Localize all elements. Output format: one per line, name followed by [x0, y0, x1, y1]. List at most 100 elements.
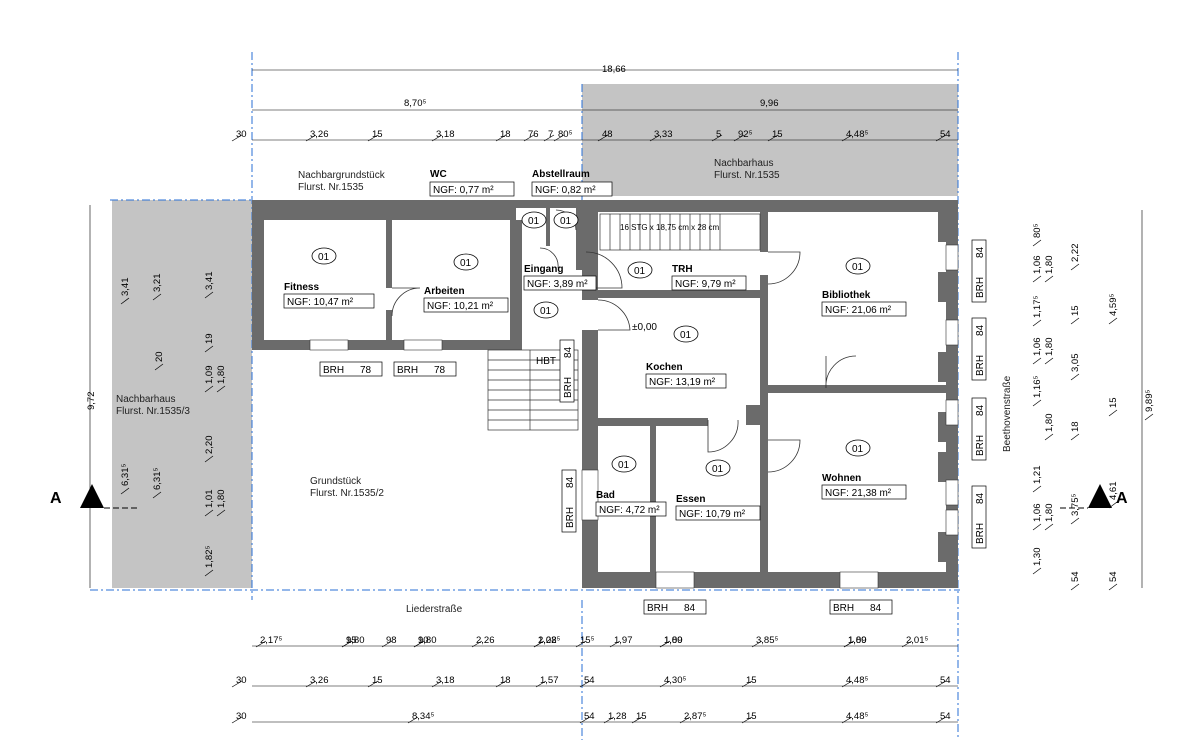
room-name: Wohnen [822, 473, 861, 484]
dim-top-left: 8,70⁵ [404, 98, 426, 109]
neighbor-house-top-label: Nachbarhaus [714, 158, 773, 169]
dim-label: 4,61 [1108, 482, 1119, 501]
dim-tick [649, 134, 661, 142]
dim-tick [1070, 517, 1080, 525]
dim-tick [609, 640, 621, 648]
dim-label: 1,01 [204, 490, 215, 509]
dim-label: 80⁵ [558, 129, 573, 140]
dim-label: 30 [236, 129, 247, 140]
room-area: NGF: 4,72 m² [599, 505, 660, 516]
dim-label: 1,06 [1032, 338, 1043, 357]
neighbor-left-label: Nachbarhaus [116, 394, 175, 405]
dim-top-right: 9,96 [760, 98, 779, 109]
dim-label: 95 [346, 635, 357, 646]
dim-tick [367, 680, 379, 688]
dim-label: 1,28 [608, 711, 627, 722]
dim-label: 1,80 [664, 635, 683, 646]
dim-label: 54 [940, 675, 951, 686]
room-number-badge [453, 253, 479, 271]
dim-tick [204, 509, 214, 517]
room-area: NGF: 0,77 m² [433, 185, 494, 196]
dim-tick [575, 640, 587, 648]
dim-label: 2,17⁵ [260, 635, 282, 646]
dim-tick [231, 134, 243, 142]
neighbor-house-top-nr: Flurst. Nr.1535 [714, 170, 780, 181]
dim-tick [841, 680, 853, 688]
dim-tick [1032, 523, 1042, 531]
neighbor-left-nr: Flurst. Nr.1535/3 [116, 406, 190, 417]
dim-label: 5 [716, 129, 721, 140]
neighbor-top-label: Nachbargrundstück [298, 170, 386, 181]
room-area: NGF: 21,06 m² [825, 305, 892, 316]
brh-label: BRH [323, 365, 344, 376]
room-name: TRH [672, 264, 693, 275]
dim-tick [1032, 357, 1042, 365]
neighbor-top-nr: Flurst. Nr.1535 [298, 182, 364, 193]
dim-label: 1,16⁵ [1032, 376, 1043, 398]
dim-label: 15 [746, 675, 757, 686]
room-number-badge [611, 455, 637, 473]
stair-label: 16 STG x 18,75 cm x 28 cm [620, 223, 719, 232]
dim-label: 3,26 [310, 129, 329, 140]
dim-label: 54 [584, 675, 595, 686]
dim-tick [341, 640, 353, 648]
room-number-badge [521, 211, 547, 229]
room-area: NGF: 21,38 m² [825, 488, 892, 499]
dim-tick [1070, 433, 1080, 441]
dim-label: 1,82⁵ [204, 546, 215, 568]
dim-label: 2,22 [1070, 244, 1081, 263]
dim-label: 15 [772, 129, 783, 140]
room-number: 01 [560, 216, 572, 227]
room-area-box [283, 293, 375, 309]
brh-value: 84 [975, 324, 986, 336]
dim-tick [1032, 319, 1042, 327]
room-number: 01 [460, 258, 472, 269]
section-marker-right-icon [1088, 484, 1112, 508]
dim-label: 1,21 [1032, 466, 1043, 485]
brh-label: BRH [397, 365, 418, 376]
room-name: Kochen [646, 362, 683, 373]
dim-label: 1,09 [204, 366, 215, 385]
room-area-box [429, 181, 515, 197]
dim-tick [431, 134, 443, 142]
neighbor-house-left-area [112, 200, 252, 588]
dim-tick [631, 716, 643, 724]
doors [391, 209, 857, 473]
room-number-badge [845, 257, 871, 275]
room-area: NGF: 10,79 m² [679, 509, 746, 520]
dim-tick [1070, 583, 1080, 591]
dim-tick [204, 569, 214, 577]
dim-tick [579, 716, 591, 724]
dim-label: 2,20 [204, 436, 215, 455]
dim-tick [659, 640, 671, 648]
dim-label: 1,80 [418, 635, 437, 646]
room-name: Arbeiten [424, 286, 465, 297]
dim-label: 15 [746, 711, 757, 722]
dim-tick [1044, 275, 1054, 283]
dim-tick [751, 640, 763, 648]
hbt-label: HBT [536, 356, 556, 367]
dim-label: 1,09 [664, 635, 683, 646]
dim-tick [471, 640, 483, 648]
dim-tick [733, 134, 745, 142]
dim-left-outer: 9,72 [86, 392, 97, 411]
dim-tick [1032, 567, 1042, 575]
dim-tick [843, 640, 855, 648]
dim-label: 1,22 [538, 635, 557, 646]
dim-label: 2,87⁵ [684, 711, 706, 722]
dim-tick [305, 134, 317, 142]
dim-tick [381, 640, 393, 648]
room-name: Bad [596, 490, 615, 501]
street-bottom-label: Liederstraße [406, 604, 463, 615]
